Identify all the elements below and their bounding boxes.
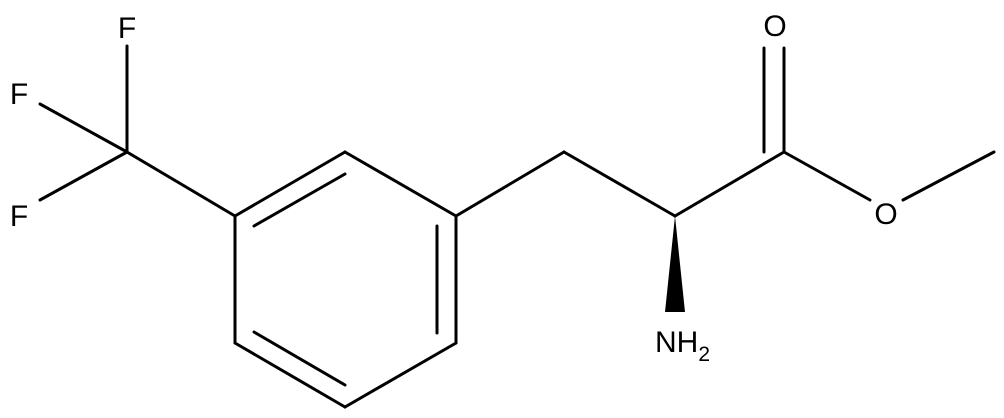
c-cf3-bond: [125, 150, 237, 218]
c-f-bond-left: [38, 102, 129, 154]
c-f-bond-bottom: [38, 150, 129, 202]
alpha-carbonyl-bond: [673, 150, 786, 218]
fluorine-atom-bottom: F: [10, 200, 28, 233]
ring-bond: [343, 341, 458, 409]
c-o-ester-bond: [782, 150, 872, 202]
ring-ch2-bond: [454, 150, 566, 218]
carbonyl-oxygen-atom: O: [763, 10, 786, 43]
ch2-alpha-bond: [562, 150, 677, 218]
ring-bond: [343, 150, 458, 218]
fluorine-atom-top: F: [118, 12, 136, 45]
benzene-ring: [233, 150, 458, 409]
stereo-wedge-bond: [665, 216, 685, 312]
trifluoromethyl-group: F F F: [10, 12, 237, 233]
fluorine-atom-left: F: [10, 78, 28, 111]
ring-double-bond: [252, 330, 347, 387]
amino-ester-chain: O O NH2: [454, 10, 996, 366]
ring-bond: [233, 150, 347, 218]
ring-bond: [233, 341, 347, 409]
ester-oxygen-atom: O: [874, 198, 897, 231]
o-methyl-bond: [901, 150, 996, 202]
ring-double-bond: [252, 172, 347, 228]
amine-group-label: NH2: [655, 326, 710, 366]
